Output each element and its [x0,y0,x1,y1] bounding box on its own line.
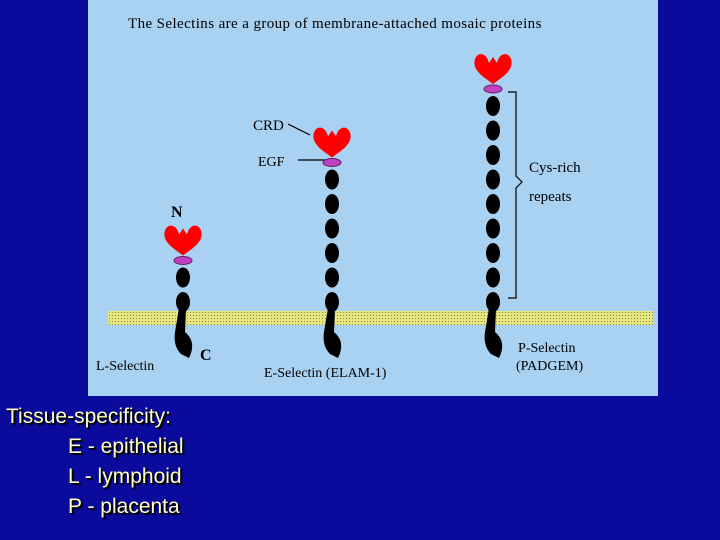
p-selectin-repeat [486,292,500,312]
l-selectin-name: L-Selectin [96,359,154,374]
crd-pointer [287,123,311,136]
e-selectin-repeat [325,267,339,288]
e-selectin-egf [322,158,342,167]
selectin-molecules [164,54,512,358]
p-selectin-repeat [486,120,500,141]
p-selectin-alt-name: (PADGEM) [516,359,583,374]
c-terminus-label: C [200,347,212,364]
p-selectin-repeat [486,169,500,190]
e-selectin-repeat [325,169,339,190]
p-selectin-repeat [486,243,500,263]
p-selectin-repeat [486,145,500,165]
caption-item-e: E - epithelial [68,435,184,458]
diagram-panel: The Selectins are a group of membrane-at… [88,0,658,396]
e-selectin-tail [323,308,342,358]
l-selectin-repeat [176,267,190,288]
p-selectin-repeat [486,194,500,214]
crd-label: CRD [253,118,284,134]
p-selectin-repeat [486,218,500,239]
diagram-title: The Selectins are a group of membrane-at… [128,16,542,32]
selectin-diagram: The Selectins are a group of membrane-at… [96,16,653,381]
p-selectin-egf [483,84,503,94]
l-selectin-egf [173,256,193,265]
caption-item-p: P - placenta [68,495,180,518]
p-selectin-tail [484,308,503,358]
caption-item-l: L - lymphoid [68,465,182,488]
cell-membrane [108,311,653,325]
e-selectin-repeat [325,243,339,263]
e-selectin-crd [313,127,351,158]
cys-rich-label: Cys-rich [529,160,581,176]
p-selectin-repeat [486,267,500,288]
p-selectin-repeat [486,96,500,116]
e-selectin-repeat [325,194,339,214]
e-selectin-repeat [325,218,339,239]
e-selectin-repeat [325,292,339,312]
caption-heading: Tissue-specificity: [6,405,171,428]
n-terminus-label: N [171,204,183,221]
tissue-specificity-caption: Tissue-specificity: E - epithelial L - l… [6,402,184,522]
p-selectin-crd [474,54,512,84]
l-selectin-tail [174,308,193,358]
egf-label: EGF [258,155,285,170]
repeats-brace [508,91,523,299]
repeats-label: repeats [529,189,572,205]
p-selectin-name: P-Selectin [518,341,576,356]
l-selectin-crd [164,225,202,256]
l-selectin-repeat [176,292,190,312]
e-selectin-name: E-Selectin (ELAM-1) [264,366,387,381]
